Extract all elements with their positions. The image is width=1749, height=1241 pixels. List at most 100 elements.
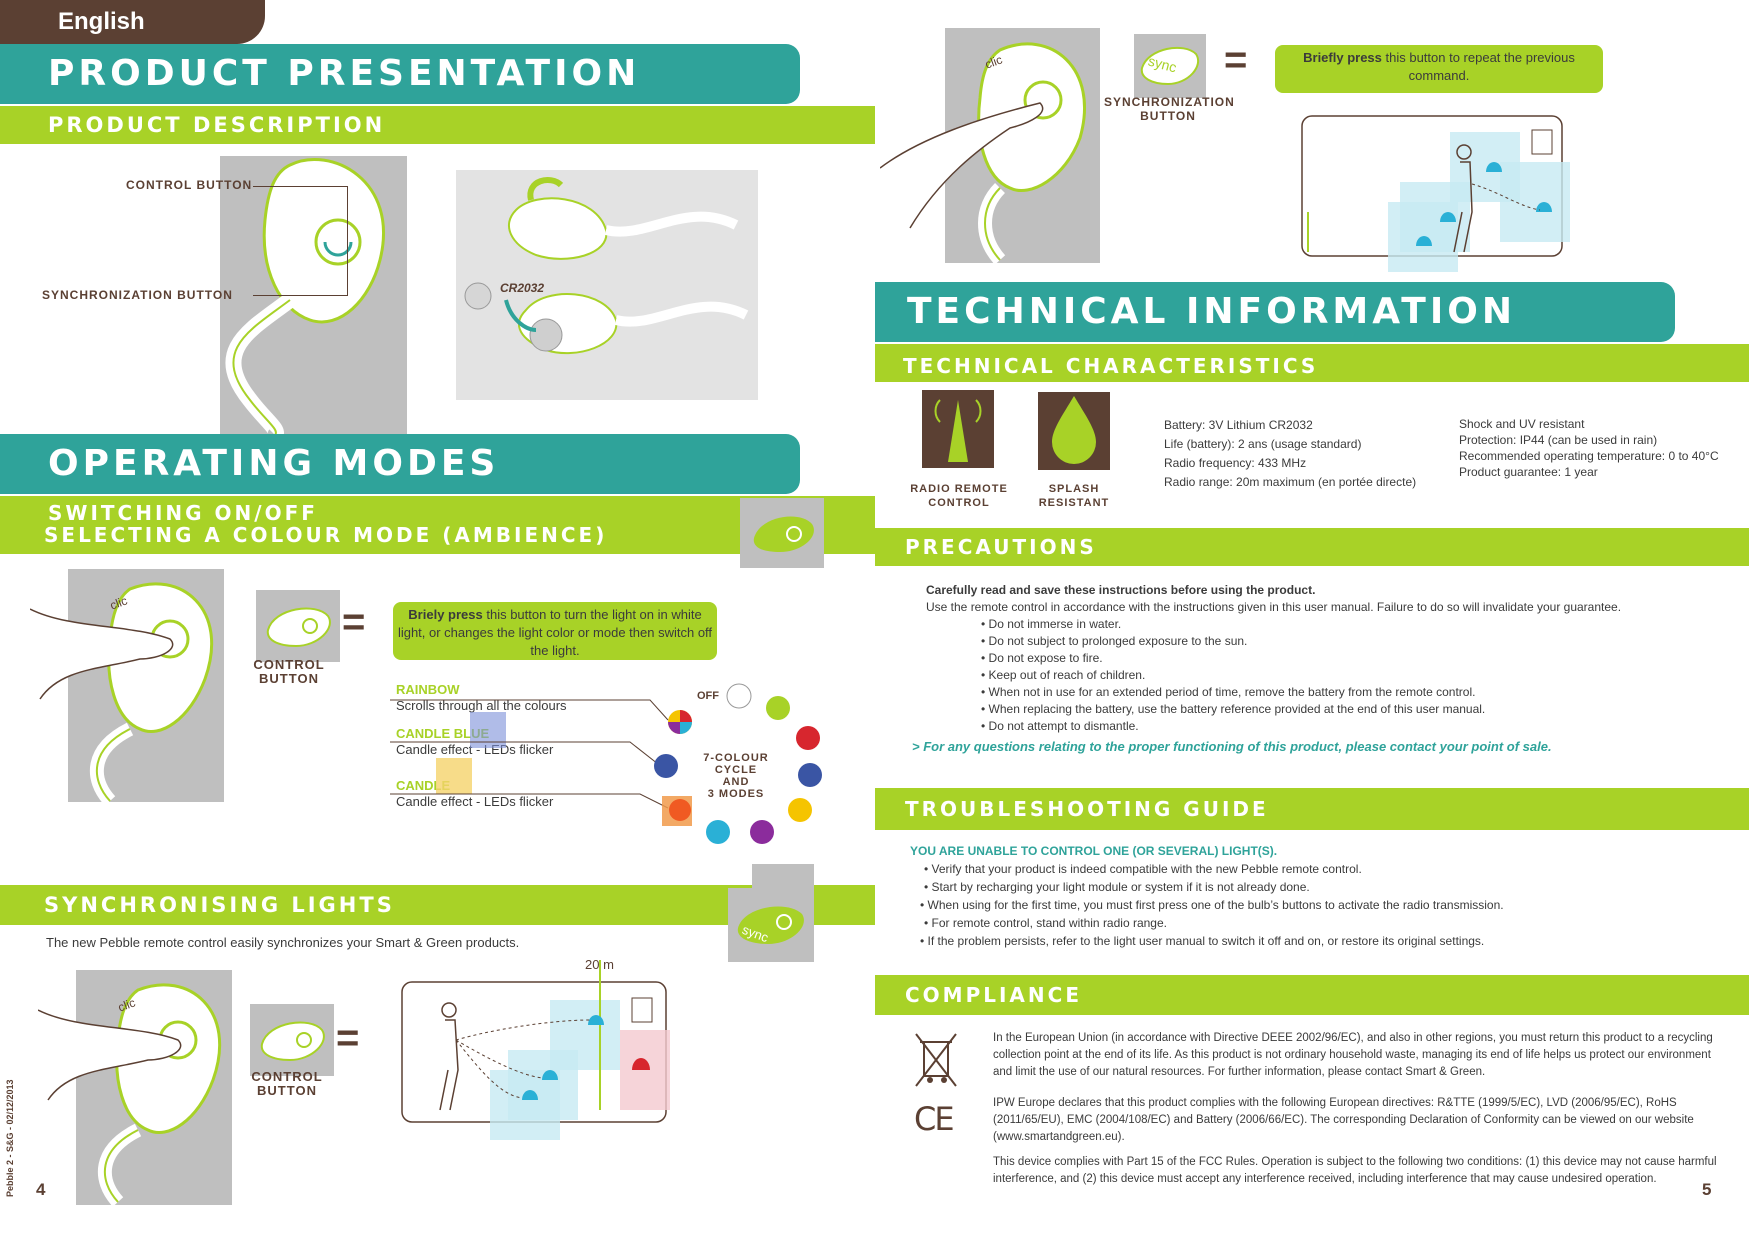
sync-instruction-text: this button to repeat the previous comma… [1381, 50, 1575, 83]
ce-mark: CE [914, 1100, 955, 1138]
control-button-glyph-2 [260, 1021, 325, 1062]
radio-remote-icon-box [922, 390, 994, 468]
colour-cycle-diagram [390, 683, 822, 844]
equals-sign-3: = [1224, 38, 1248, 82]
sync-instruction-callout: Briefly press this button to repeat the … [1275, 45, 1603, 93]
trouble-list: • Verify that your product is indeed com… [910, 860, 1730, 950]
control-caption2-line1: CONTROL [251, 1069, 323, 1084]
equals-sign-1: = [342, 600, 366, 644]
sync-caption-line1: SYNCHRONIZATION [1104, 95, 1235, 109]
troubleshooting-text: TROUBLESHOOTING GUIDE [905, 797, 1269, 821]
control-instruction-text: this button to turn the light on in whit… [397, 607, 713, 658]
switching-title-line1: SWITCHING ON/OFF [48, 501, 318, 525]
product-description-heading: PRODUCT DESCRIPTION [0, 106, 875, 144]
precautions-text: PRECAUTIONS [905, 535, 1097, 559]
cycle-label-line3: 3 MODES [707, 788, 765, 800]
sync-caption-line2: BUTTON [1140, 109, 1196, 123]
compliance-text: COMPLIANCE [905, 983, 1082, 1007]
compliance-heading: COMPLIANCE [875, 975, 1749, 1015]
sync-button-box [1134, 34, 1206, 98]
precaution-item: • Do not immerse in water. [981, 617, 1122, 631]
language-tab-label: English [58, 8, 145, 35]
cycle-label-line2: AND [722, 776, 750, 788]
precautions-intro: Use the remote control in accordance wit… [926, 600, 1622, 614]
cycle-label-line1: 7-COLOUR CYCLE [703, 752, 769, 776]
control-instruction-bold: Briely press [408, 607, 483, 622]
precautions-contact: > For any questions relating to the prop… [912, 739, 1552, 754]
sync-instruction-bold: Briefly press [1303, 50, 1382, 65]
troubleshooting-heading: TROUBLESHOOTING GUIDE [875, 788, 1749, 830]
control-button-box-2 [250, 1004, 334, 1076]
operating-modes-text: OPERATING MODES [48, 443, 500, 484]
precaution-item: • Do not attempt to dismantle. [981, 719, 1139, 733]
footer-vertical: Pebble 2 - S&G - 02/12/2013 [5, 1079, 15, 1197]
battery-illustration [464, 177, 749, 355]
radio-remote-caption: RADIO REMOTE CONTROL [900, 482, 1018, 510]
spec-protection: Protection: IP44 (can be used in rain) [1459, 433, 1658, 447]
mode-rainbow: RAINBOW Scrolls through all the colours [396, 682, 567, 714]
technical-information-text: TECHNICAL INFORMATION [907, 291, 1516, 332]
spec-range: Radio range: 20m maximum (en portée dire… [1164, 475, 1417, 489]
distance-label: 20 m [585, 957, 614, 972]
switching-heading: SWITCHING ON/OFF SELECTING A COLOUR MODE… [0, 496, 875, 554]
splash-caption-line1: SPLASH [1048, 483, 1100, 495]
press-illustration [30, 582, 213, 804]
press-illustration-2 [38, 983, 221, 1205]
radio-caption-line1: RADIO REMOTE [910, 483, 1008, 495]
candle-swatch [436, 758, 472, 794]
control-instruction-callout: Briely press this button to turn the lig… [393, 602, 717, 660]
water-drop-icon [1052, 396, 1096, 464]
page-number-left: 4 [36, 1180, 46, 1199]
mode-rainbow-name: RAINBOW [396, 682, 460, 697]
compliance-fcc: This device complies with Part 15 of the… [993, 1156, 1717, 1185]
switching-title-line2: SELECTING A COLOUR MODE (AMBIENCE) [44, 523, 608, 547]
control-caption-line2: BUTTON [259, 671, 319, 686]
specs-left: Battery: 3V Lithium CR2032 Life (battery… [1164, 416, 1416, 492]
sync-button-glyph [1140, 46, 1199, 86]
weee-bin-icon [915, 1033, 957, 1087]
technical-information-heading: TECHNICAL INFORMATION [875, 282, 1675, 342]
trouble-item: • For remote control, stand within radio… [924, 916, 1167, 930]
sync-button-callout: SYNCHRONIZATION BUTTON [42, 288, 233, 302]
sync-callout-arrow [253, 295, 348, 296]
product-description-text: PRODUCT DESCRIPTION [48, 113, 386, 137]
product-presentation-heading: PRODUCT PRESENTATION [0, 44, 800, 104]
control-caption-line1: CONTROL [253, 657, 325, 672]
trouble-item: • If the problem persists, refer to the … [920, 934, 1485, 948]
sync-lights-text: SYNCHRONISING LIGHTS [44, 893, 395, 917]
sync-lights-description: The new Pebble remote control easily syn… [46, 935, 520, 950]
sync-icon [737, 906, 804, 944]
trouble-heading: YOU ARE UNABLE TO CONTROL ONE (OR SEVERA… [910, 844, 1278, 858]
technical-characteristics-heading: TECHNICAL CHARACTERISTICS [875, 344, 1749, 382]
trouble-item: • Verify that your product is indeed com… [924, 862, 1362, 876]
control-button-caption: CONTROL BUTTON [252, 658, 326, 686]
compliance-body: In the European Union (in accordance wit… [993, 1030, 1718, 1188]
callout-connector [347, 186, 348, 296]
precaution-item: • Do not subject to prolonged exposure t… [981, 634, 1248, 648]
product-presentation-text: PRODUCT PRESENTATION [48, 53, 641, 94]
sync-press-illustration [880, 42, 1086, 263]
mode-rainbow-desc: Scrolls through all the colours [396, 698, 567, 713]
sync-icon-box-back [728, 888, 814, 962]
radio-antenna-icon [934, 399, 982, 462]
precaution-item: • When replacing the battery, use the ba… [981, 702, 1486, 716]
control-button-caption-2: CONTROL BUTTON [250, 1070, 324, 1098]
precaution-item: • Keep out of reach of children. [981, 668, 1146, 682]
remote-illustration [225, 158, 385, 440]
spec-life: Life (battery): 2 ans (usage standard) [1164, 437, 1362, 451]
sync-scene-illustration [401, 960, 670, 1140]
mode-candle-desc: Candle effect - LEDs flicker [396, 794, 554, 809]
language-tab: English [0, 0, 265, 44]
mode-candle-blue-desc: Candle effect - LEDs flicker [396, 742, 554, 757]
sync-button-caption: SYNCHRONIZATION BUTTON [1104, 95, 1235, 123]
trouble-item: • Start by recharging your light module … [924, 880, 1310, 894]
control-button-glyph [266, 607, 331, 648]
off-label: OFF [697, 690, 719, 702]
precautions-bold: Carefully read and save these instructio… [926, 583, 1316, 597]
battery-model-label: CR2032 [500, 281, 545, 295]
mode-candle-blue: CANDLE BLUE Candle effect - LEDs flicker [396, 726, 553, 758]
splash-icon-box [1038, 392, 1110, 470]
control-button-callout: CONTROL BUTTON [126, 178, 253, 192]
technical-characteristics-text: TECHNICAL CHARACTERISTICS [903, 354, 1319, 378]
spec-frequency: Radio frequency: 433 MHz [1164, 456, 1307, 470]
